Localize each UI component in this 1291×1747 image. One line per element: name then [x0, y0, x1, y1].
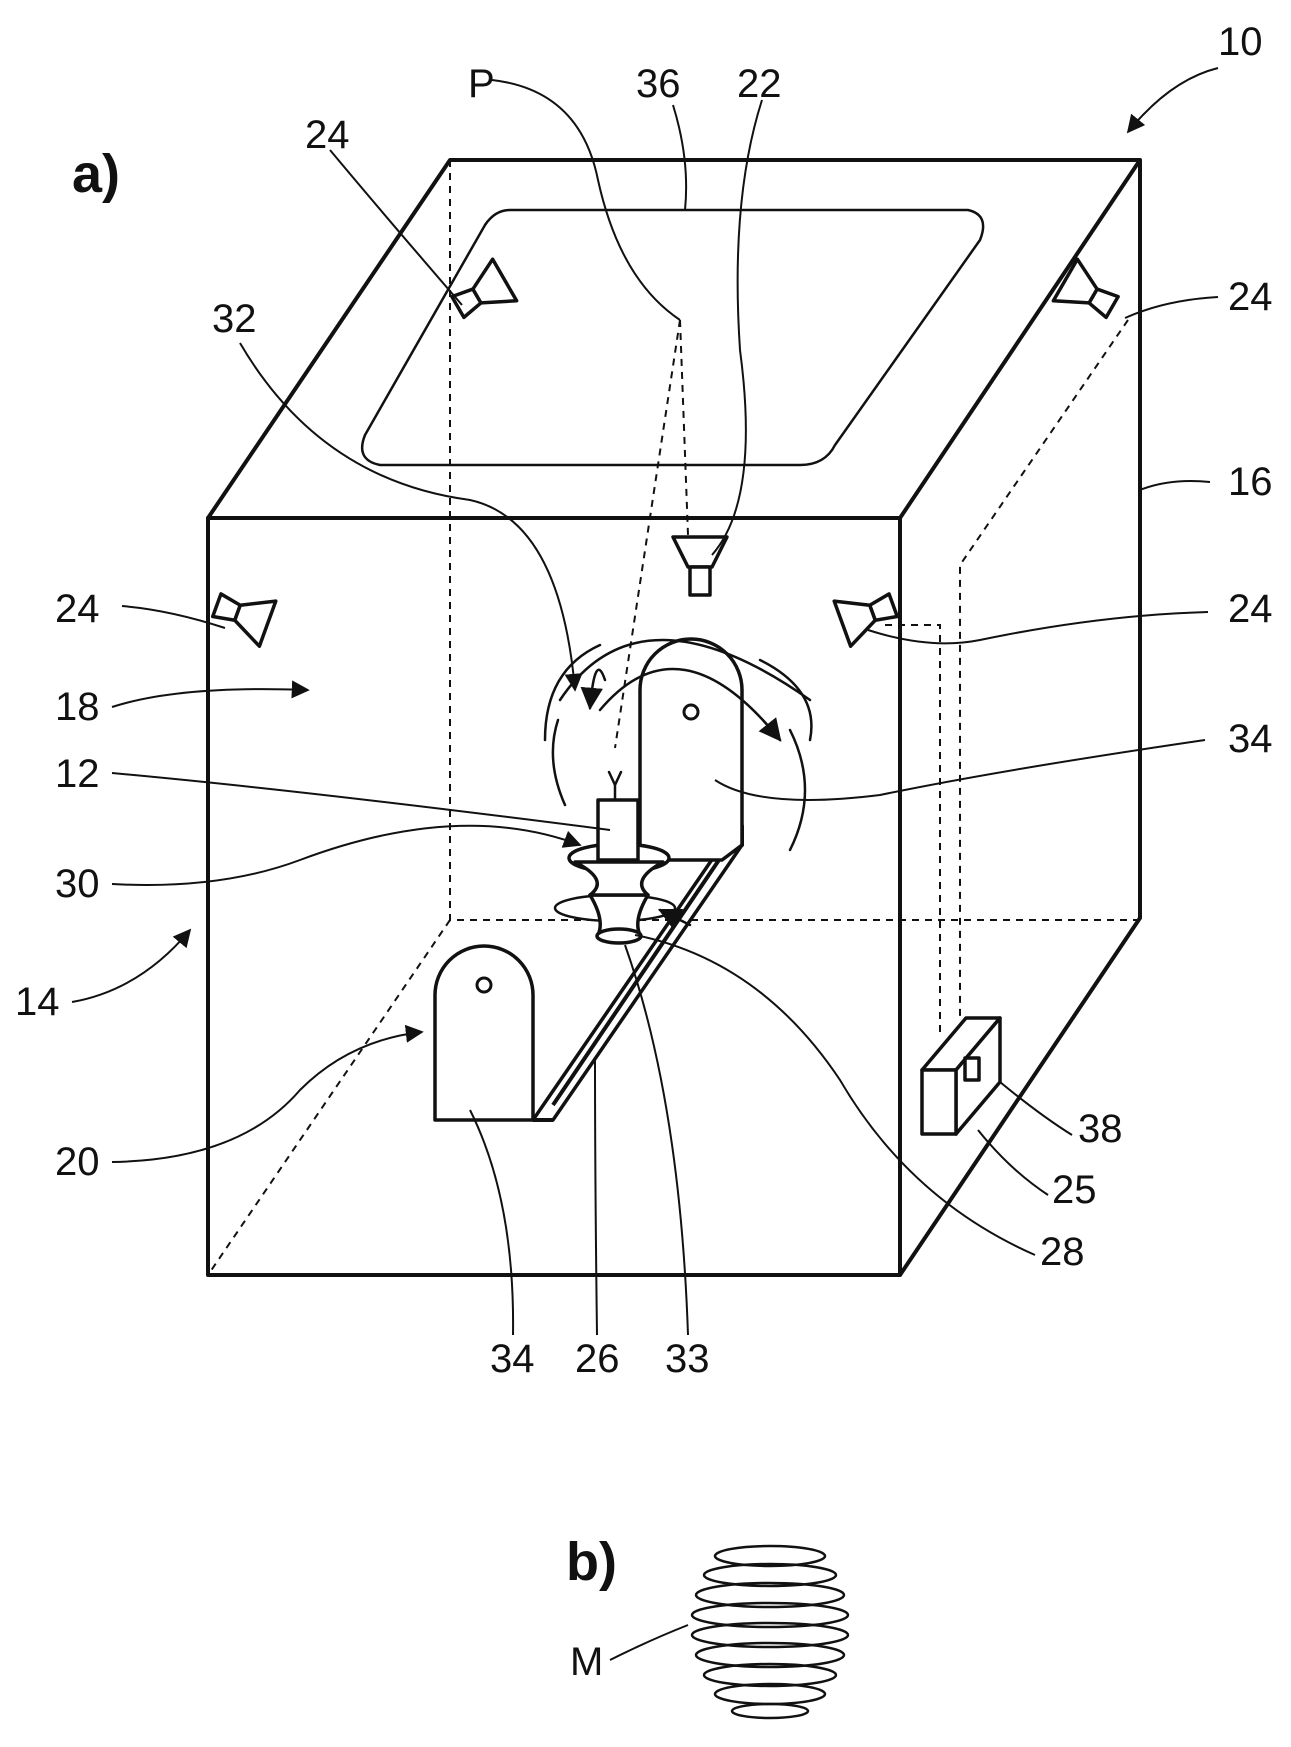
support-front [433, 944, 535, 1122]
top-detector [671, 535, 729, 597]
label-30: 30 [55, 862, 100, 906]
label-20: 20 [55, 1140, 100, 1184]
label-26: 26 [575, 1337, 620, 1381]
label-36: 36 [636, 62, 681, 106]
mount-arrow [111, 824, 582, 886]
measurement-spiral [690, 1544, 850, 1720]
sample [596, 770, 640, 862]
holder-arrow [111, 1024, 424, 1163]
hidden-edges [207, 160, 1140, 1276]
front-face [206, 516, 902, 1277]
leader-lines [111, 79, 1219, 1661]
interior-arrow [111, 680, 310, 708]
control-box [920, 1016, 1002, 1136]
label-24-top-right: 24 [1228, 275, 1273, 319]
label-P: P [468, 62, 495, 106]
device-arrow [1126, 67, 1219, 134]
panel-label-b: b) [566, 1532, 617, 1592]
stage-arrow [657, 908, 692, 930]
panel-label-a: a) [72, 144, 120, 204]
label-M: M [570, 1640, 603, 1684]
label-24-top-left: 24 [305, 113, 350, 157]
label-28: 28 [1040, 1230, 1085, 1274]
wiring [885, 319, 1129, 1035]
display-window [963, 1056, 981, 1082]
light-source-top-left [450, 257, 519, 320]
label-12: 12 [55, 752, 100, 796]
label-34-front: 34 [490, 1337, 535, 1381]
light-source-front-right [832, 592, 900, 648]
top-window [360, 208, 985, 467]
light-source-top-right [1051, 257, 1120, 320]
enclosure-arrow [71, 928, 192, 1003]
label-33: 33 [665, 1337, 710, 1381]
sight-lines [614, 319, 689, 749]
label-32: 32 [212, 297, 257, 341]
label-24-front-right: 24 [1228, 587, 1273, 631]
label-14: 14 [15, 980, 60, 1024]
rotation-arrow [239, 342, 583, 692]
label-18: 18 [55, 685, 100, 729]
label-34-rear: 34 [1228, 717, 1273, 761]
label-25: 25 [1052, 1168, 1097, 1212]
enclosure-box [206, 158, 1142, 1277]
top-right-faces [206, 158, 1142, 1277]
label-16: 16 [1228, 460, 1273, 504]
label-24-front-left: 24 [55, 587, 100, 631]
support-rear [638, 637, 744, 862]
label-22: 22 [737, 62, 782, 106]
label-38: 38 [1078, 1107, 1123, 1151]
label-10: 10 [1218, 20, 1263, 64]
light-source-front-left [210, 592, 278, 648]
